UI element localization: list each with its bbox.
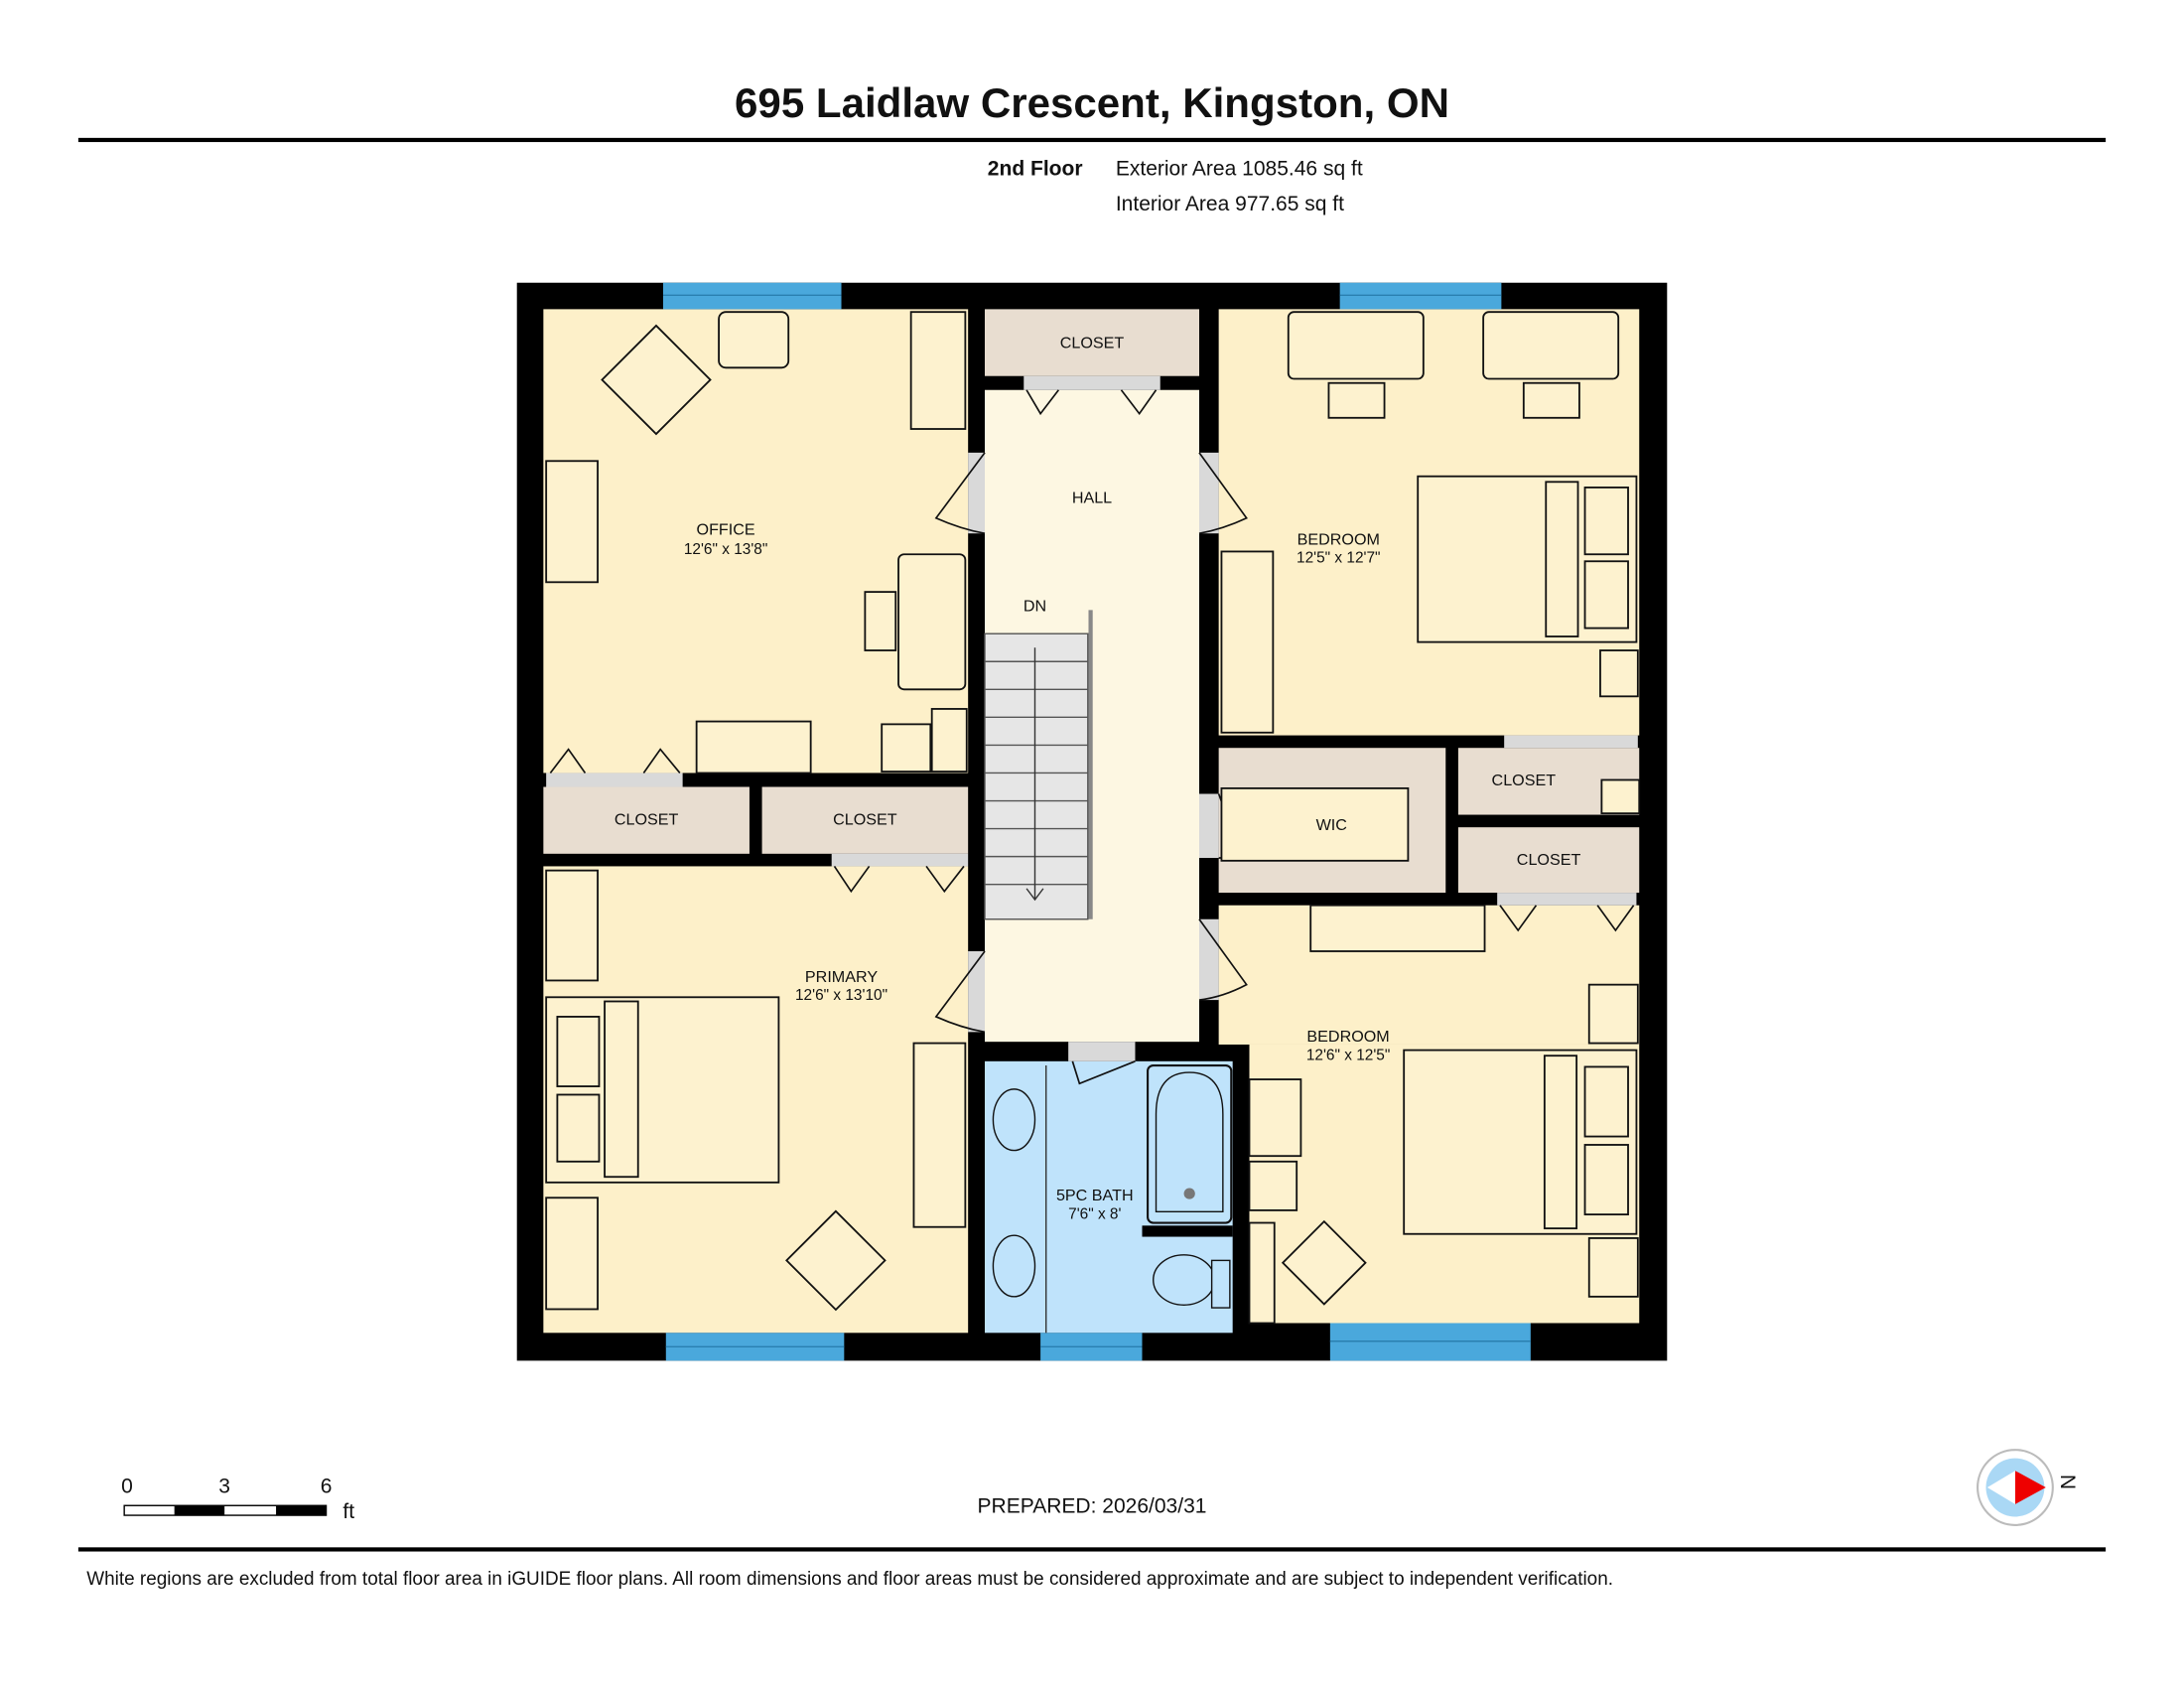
bedroom2-dims: 12'6" x 12'5" <box>1306 1047 1391 1063</box>
door-openings <box>546 375 1638 1061</box>
closet-right2-label: CLOSET <box>1517 851 1581 869</box>
bath-wall <box>1142 1225 1233 1237</box>
scale-unit: ft <box>342 1500 354 1523</box>
footer-divider <box>77 1547 2107 1552</box>
scale-tick-6: 6 <box>321 1476 333 1498</box>
bedroom2-label: BEDROOM <box>1306 1028 1389 1046</box>
compass-icon: N <box>1977 1449 2079 1526</box>
closet-right1-label: CLOSET <box>1492 772 1557 789</box>
scale-bar: 0 3 6 ft <box>121 1476 354 1523</box>
bath-dims: 7'6" x 8' <box>1068 1205 1121 1222</box>
office-dims: 12'6" x 13'8" <box>684 541 768 558</box>
bedroom1-dims: 12'5" x 12'7" <box>1297 550 1381 567</box>
closet-left2-label: CLOSET <box>833 810 897 828</box>
closet-left1-label: CLOSET <box>614 810 679 828</box>
bedroom1-label: BEDROOM <box>1297 530 1380 548</box>
prepared-date: PREPARED: 2026/03/31 <box>978 1494 1207 1517</box>
bath-label: 5PC BATH <box>1056 1187 1134 1204</box>
room-closet-top <box>984 309 1200 376</box>
disclaimer: White regions are excluded from total fl… <box>86 1569 1613 1590</box>
interior-area: Interior Area 977.65 sq ft <box>1116 193 1344 215</box>
hall-label: HALL <box>1072 489 1112 506</box>
floor-label: 2nd Floor <box>988 158 1083 181</box>
primary-dims: 12'6" x 13'10" <box>795 987 887 1004</box>
office-label: OFFICE <box>697 521 755 539</box>
door-swings <box>549 389 1635 1085</box>
floor-plan: OFFICE 12'6" x 13'8" PRIMARY 12'6" x 13'… <box>516 282 1668 1361</box>
closet-top-label: CLOSET <box>1060 335 1125 352</box>
page-title: 695 Laidlaw Crescent, Kingston, ON <box>735 79 1449 126</box>
room-closet-left1 <box>543 786 750 854</box>
exterior-area: Exterior Area 1085.46 sq ft <box>1116 158 1363 181</box>
stairs-down-label: DN <box>1024 598 1046 616</box>
header-divider <box>77 137 2107 143</box>
primary-label: PRIMARY <box>805 968 878 986</box>
staircase <box>984 610 1093 920</box>
compass-north-label: N <box>2056 1475 2079 1489</box>
wic-label: WIC <box>1316 816 1348 834</box>
room-closet-right2 <box>1457 827 1640 894</box>
scale-tick-3: 3 <box>218 1476 230 1498</box>
room-closet-left2 <box>761 786 969 854</box>
furniture <box>545 311 1641 1334</box>
scale-tick-0: 0 <box>121 1476 133 1498</box>
